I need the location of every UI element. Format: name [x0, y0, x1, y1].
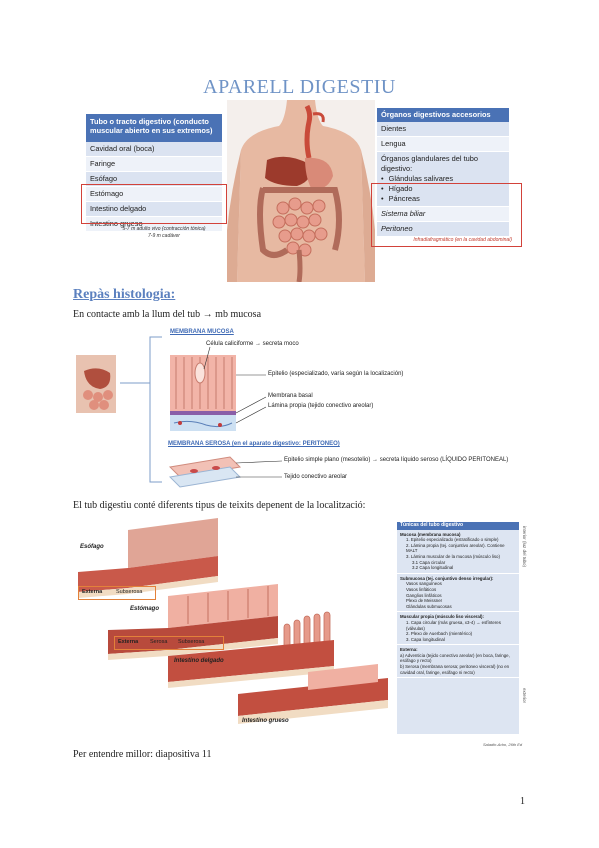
externa-label: Externa: [118, 639, 139, 645]
subserosa-label: Subserosa: [178, 639, 205, 645]
stomach-externa-box: [114, 636, 224, 650]
histology-figure: MEMBRANA MUCOSA Célula caliciforme → sec…: [70, 327, 540, 497]
lamina-propria-label: Lámina propia (tejido conectivo areolar): [268, 403, 374, 409]
table-row: Órganos glandulares del tubo digestivo: …: [377, 152, 509, 207]
mucosa-title: MEMBRANA MUCOSA: [170, 329, 234, 335]
table-row: Intestino delgado: [86, 202, 222, 217]
table-row: Faringe: [86, 157, 222, 172]
muscularis-block: Muscular propia (músculo liso visceral):…: [397, 612, 519, 646]
epithelium-label: Epitelio (especializado, varía según la …: [268, 371, 404, 377]
tunics-table: Túnicas del tubo digestivo Mucosa (membr…: [397, 522, 519, 734]
subserosa-label: Subserosa: [116, 589, 143, 595]
externa-block: Externa: a) Adventicia (tejido conectivo…: [397, 645, 519, 679]
torso-anatomy-illustration: [227, 100, 375, 282]
areolar-tissue-label: Tejido conectivo areolar: [284, 474, 348, 480]
interior-side-label: interior (luz del tubo): [522, 526, 527, 568]
table-row: Esófago: [86, 172, 222, 187]
esophagus-externa-box: [78, 586, 156, 600]
digestive-tunics-illustration: Esófago Externa Subserosa Estómago Exter…: [78, 516, 394, 736]
stomach-label: Estómago: [130, 606, 160, 612]
figure-credit: Saladin-Arbo, 26th Ed: [483, 742, 523, 747]
infradiaphragmatic-highlight-left: [81, 184, 227, 224]
mucosa-block: Mucosa (membrana mucosa) 1. Epitelio esp…: [397, 530, 519, 574]
small-intestine-label: Intestino delgado: [174, 658, 224, 664]
submucosa-block: Submucosa (tej. conjuntivo denso irregul…: [397, 574, 519, 613]
externa-label: Externa: [82, 589, 103, 595]
serosa-title: MEMBRANA SEROSA (en el aparato digestivo…: [168, 441, 340, 447]
infradiaphragmatic-note: Infradiafragmático (en la cavidad abdomi…: [413, 237, 512, 243]
section-heading: Repàs histologia:: [73, 287, 176, 302]
page-number: 1: [520, 796, 525, 807]
infradiaphragmatic-highlight-right: [371, 183, 522, 247]
footer-note: Per entendre millor: diapositiva 11: [73, 749, 212, 760]
large-intestine-label: Intestino grueso: [242, 718, 289, 724]
list-item: Páncreas: [381, 194, 505, 204]
list-item: Hígado: [381, 184, 505, 194]
table-row: Dientes: [377, 122, 509, 137]
table-row: Cavidad oral (boca): [86, 142, 222, 157]
table-row: Estómago: [86, 187, 222, 202]
page-title: APARELL DIGESTIU: [203, 76, 396, 98]
table-row: Lengua: [377, 137, 509, 152]
length-note: 5-7 m adulto vivo (contracción tónica) 7…: [122, 226, 206, 239]
list-item: Glándulas salivares: [381, 174, 505, 184]
serosa-label: Serosa: [150, 639, 168, 645]
histology-illustration: [76, 336, 283, 488]
esophagus-label: Esófago: [80, 544, 104, 550]
tunics-table-header: Túnicas del tubo digestivo: [397, 522, 519, 530]
table-row: Peritoneo: [377, 222, 509, 237]
mesothelium-label: Epitelio simple plano (mesotelio) → secr…: [284, 457, 509, 463]
paragraph-contact-lumen: En contacte amb la llum del tub → mb muc…: [73, 309, 262, 320]
paragraph-tissue-types: El tub digestiu conté diferents tipus de…: [73, 500, 366, 511]
digestive-tract-table-header: Tubo o tracto digestivo (conducto muscul…: [86, 114, 222, 142]
table-row: Sistema biliar: [377, 207, 509, 222]
basal-membrane-label: Membrana basal: [268, 393, 313, 399]
goblet-cell-label: Célula caliciforme → secreta moco: [206, 341, 299, 347]
accessory-organs-table: Órganos digestivos accesorios Dientes Le…: [377, 108, 509, 237]
accessory-organs-table-header: Órganos digestivos accesorios: [377, 108, 509, 122]
exterior-side-label: exterior: [522, 688, 527, 704]
